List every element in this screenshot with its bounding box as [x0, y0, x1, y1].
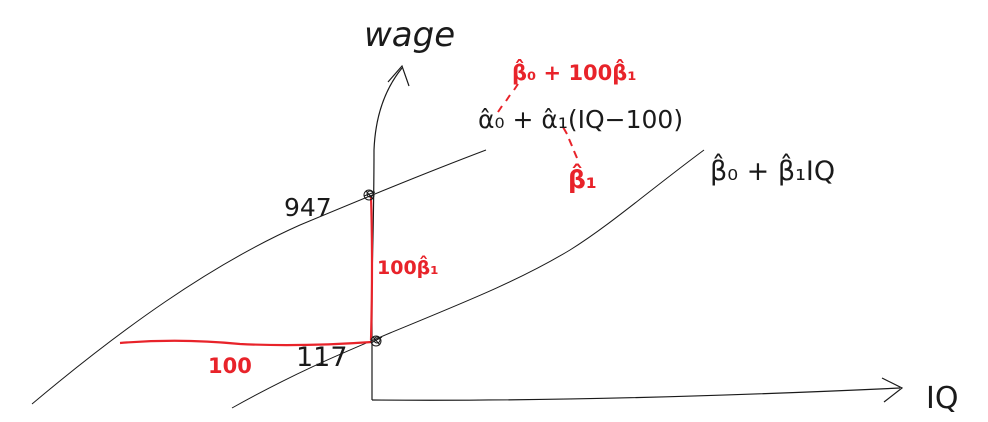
lower-line-formula: β̂₀ + β̂₁IQ	[710, 153, 835, 187]
slope-equivalence-label: β̂₁	[568, 163, 597, 194]
vertical-gap-label: 100β̂₁	[377, 255, 439, 279]
vertical-gap-segment	[369, 195, 374, 341]
y-axis-label: wage	[364, 15, 455, 55]
intercept-connector-dashes	[497, 83, 519, 113]
lower-point-value: 117	[296, 342, 348, 373]
upper-line-formula: α̂₀ + α̂₁(IQ−100)	[478, 105, 683, 134]
x-axis-arrowhead	[881, 377, 904, 403]
x-axis-label: IQ	[926, 381, 958, 416]
slope-connector-dashes	[562, 126, 578, 159]
intercept-equivalence-label: β̂₀ + 100β̂₁	[512, 59, 637, 85]
upper-regression-line	[31, 149, 487, 405]
horizontal-gap-label: 100	[208, 354, 252, 378]
upper-point-marker	[363, 189, 376, 201]
lower-point-marker	[370, 335, 383, 347]
lower-regression-line	[231, 149, 705, 409]
y-axis-arrowhead	[387, 64, 410, 87]
x-axis	[371, 387, 901, 401]
horizontal-gap-segment	[119, 339, 373, 347]
upper-point-value: 947	[284, 193, 332, 222]
y-axis	[371, 67, 403, 400]
